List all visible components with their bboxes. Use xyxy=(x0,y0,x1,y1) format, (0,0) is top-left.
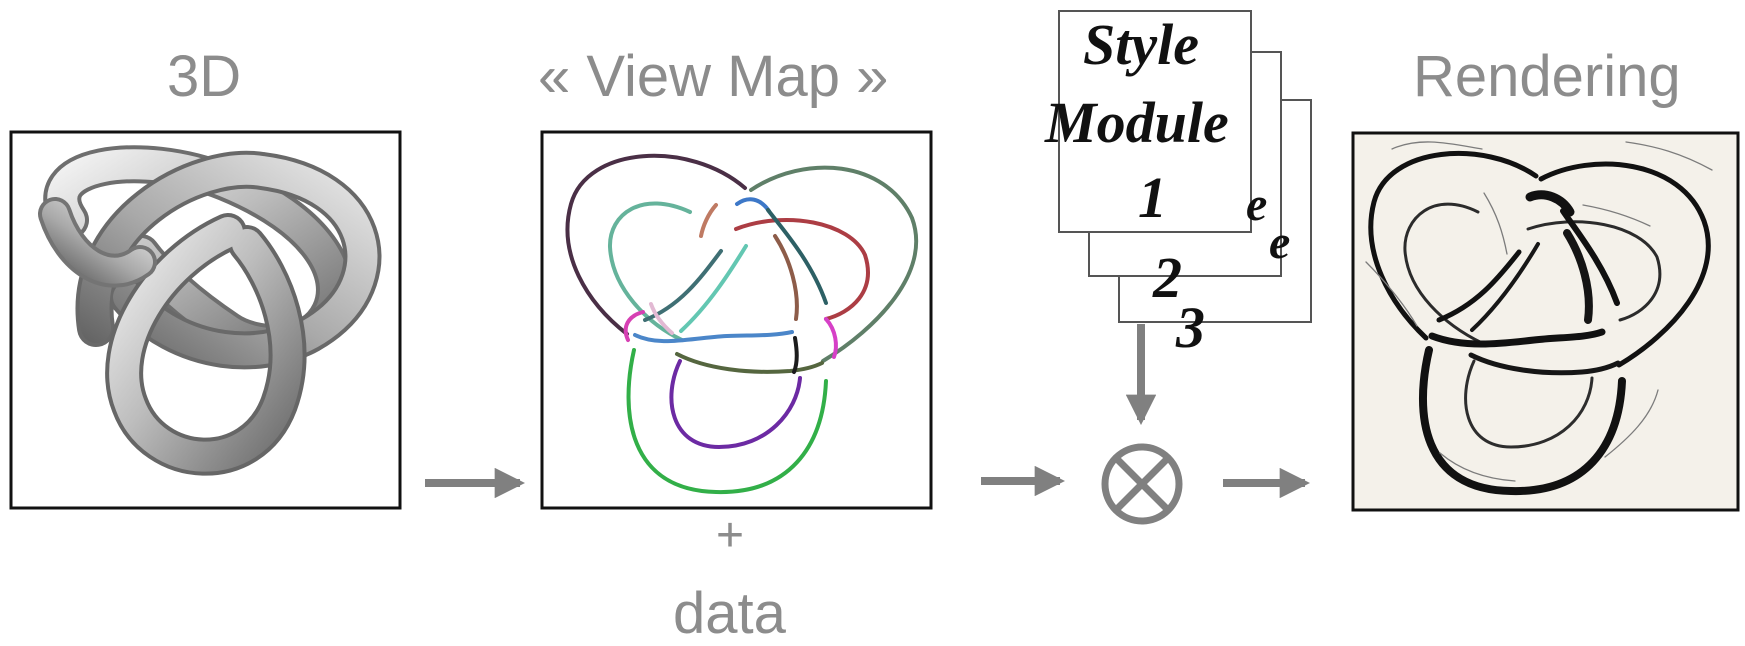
view-map-panel xyxy=(540,130,933,510)
view-map-image xyxy=(565,153,919,495)
label-data: data xyxy=(673,581,786,646)
style-module-page-number-1: 1 xyxy=(1138,165,1167,230)
label-view-map: « View Map » xyxy=(538,44,889,109)
style-module-title-line2: Module xyxy=(1045,90,1229,155)
style-module-fragment-e1: e xyxy=(1246,178,1268,231)
three-d-knot-image xyxy=(38,145,382,476)
style-module-title-line1: Style xyxy=(1083,12,1199,77)
style-module-page-1 xyxy=(1058,10,1252,233)
label-3d: 3D xyxy=(167,44,242,109)
rendering-image xyxy=(1365,141,1713,496)
style-module-page-number-3: 3 xyxy=(1176,295,1205,360)
style-module-fragment-e2: e xyxy=(1269,216,1291,269)
circled-times-icon xyxy=(1101,443,1183,525)
label-plus: + xyxy=(716,509,745,562)
style-module-page-number-2: 2 xyxy=(1153,245,1182,310)
label-rendering: Rendering xyxy=(1413,44,1681,109)
